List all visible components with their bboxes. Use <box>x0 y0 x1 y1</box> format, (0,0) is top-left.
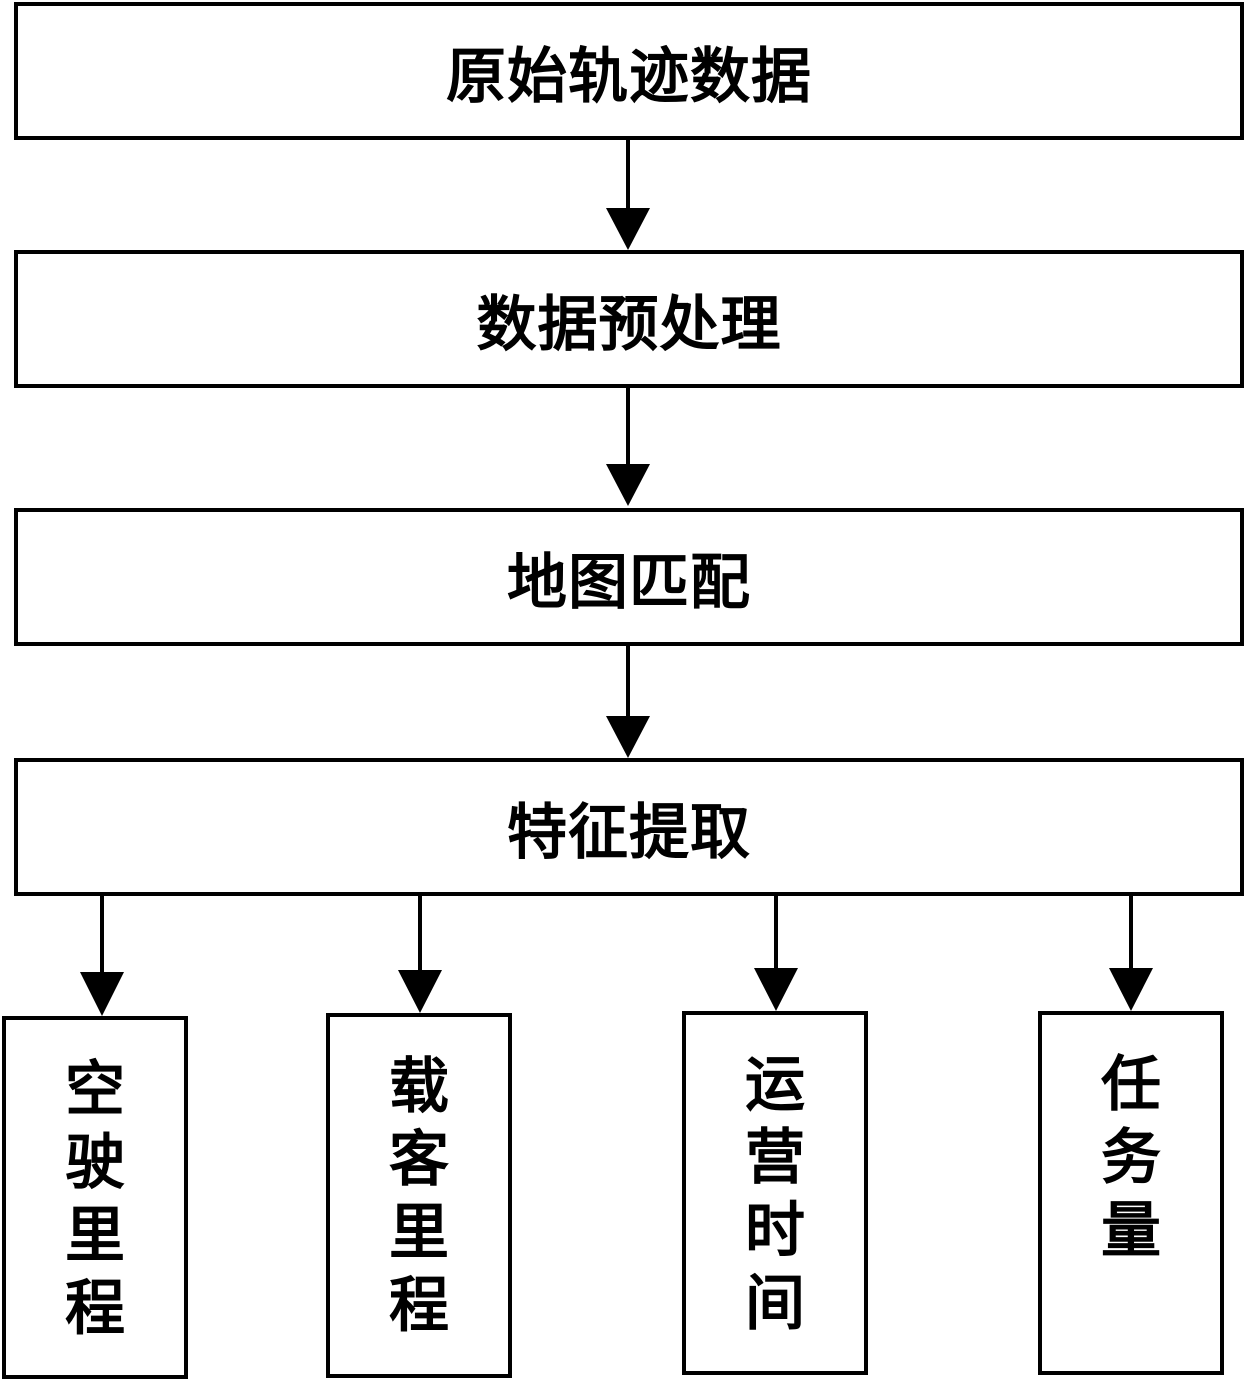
step-label: 原始轨迹数据 <box>446 41 812 112</box>
output-task-volume: 任务量 <box>1038 1011 1224 1375</box>
step-label: 特征提取 <box>507 797 751 868</box>
output-operating-time: 运营时间 <box>682 1011 868 1375</box>
output-label: 空驶里程 <box>65 1055 125 1344</box>
output-loaded-mileage: 载客里程 <box>326 1013 512 1378</box>
arrow-to-output-3 <box>754 896 798 1011</box>
output-label: 任务量 <box>1101 1050 1161 1266</box>
step-map-matching: 地图匹配 <box>14 508 1244 646</box>
step-label: 数据预处理 <box>476 289 782 360</box>
step-raw-trajectory-data: 原始轨迹数据 <box>14 2 1244 140</box>
output-label: 载客里程 <box>389 1052 449 1341</box>
arrow-to-output-1 <box>80 896 124 1016</box>
arrow-to-output-4 <box>1109 896 1153 1011</box>
arrow-to-output-2 <box>398 896 442 1013</box>
step-label: 地图匹配 <box>507 547 751 618</box>
output-label: 运营时间 <box>745 1050 805 1339</box>
step-data-preprocessing: 数据预处理 <box>14 250 1244 388</box>
arrow-step-1-to-2 <box>606 139 650 250</box>
output-empty-mileage: 空驶里程 <box>2 1016 188 1379</box>
arrow-step-2-to-3 <box>606 388 650 506</box>
arrow-step-3-to-4 <box>606 646 650 758</box>
step-feature-extraction: 特征提取 <box>14 758 1244 896</box>
